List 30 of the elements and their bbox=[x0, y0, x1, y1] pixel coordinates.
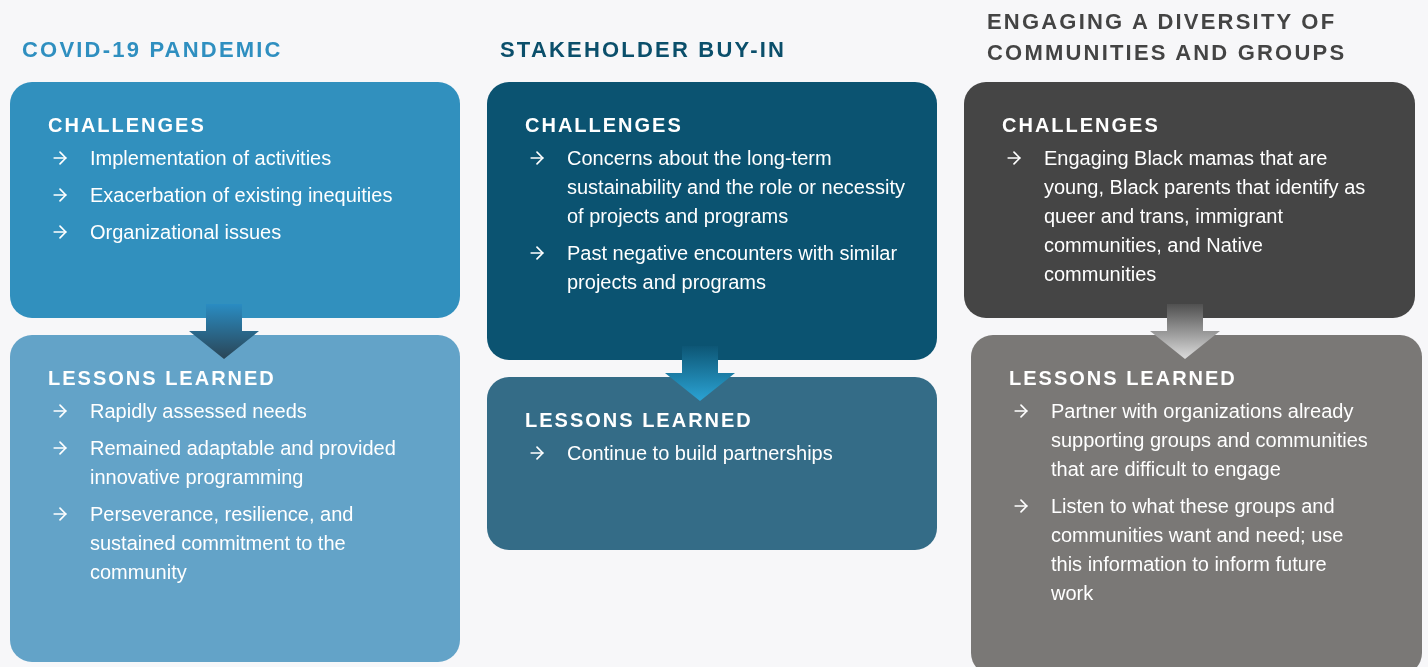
box-heading: LESSONS LEARNED bbox=[525, 408, 753, 433]
box-heading: CHALLENGES bbox=[525, 113, 683, 138]
challenges-box bbox=[10, 82, 460, 318]
column-heading: COVID-19 PANDEMIC bbox=[22, 36, 284, 64]
lessons-box bbox=[487, 377, 937, 550]
box-heading: CHALLENGES bbox=[48, 113, 206, 138]
bullet-text: Rapidly assessed needs bbox=[90, 399, 308, 424]
bullet-text: Partner with organizations already supporting groups and communities that are difficult to engage bbox=[1051, 399, 1369, 482]
bullet-text: Remained adaptable and provided innovative programming bbox=[90, 436, 397, 490]
block-arrow bbox=[1150, 304, 1220, 359]
block-arrow bbox=[189, 304, 259, 359]
bullet-text: Organizational issues bbox=[90, 220, 283, 245]
column-heading: STAKEHOLDER BUY-IN bbox=[500, 36, 788, 64]
bullet-text: Continue to build partnerships bbox=[567, 441, 834, 466]
box-heading: LESSONS LEARNED bbox=[1009, 366, 1237, 391]
block-arrow bbox=[665, 346, 735, 401]
bullet-text: Exacerbation of existing inequities bbox=[90, 183, 394, 208]
bullet-text: Implementation of activities bbox=[90, 146, 333, 171]
box-heading: CHALLENGES bbox=[1002, 113, 1160, 138]
bullet-text: Concerns about the long-term sustainability and the role or necessity of projects and programs bbox=[567, 146, 906, 229]
bullet-text: Past negative encounters with similar projects and programs bbox=[567, 241, 899, 295]
bullet-text: Listen to what these groups and communities want and need; use this information to inform future work bbox=[1051, 494, 1345, 606]
bullet-text: Engaging Black mamas that are young, Black parents that identify as queer and trans, immigrant communities, and Native communities bbox=[1044, 146, 1367, 287]
column-heading: ENGAGING A DIVERSITY OF COMMUNITIES AND GROUPS bbox=[987, 8, 1348, 67]
lessons-box bbox=[10, 335, 460, 662]
challenges-box bbox=[487, 82, 937, 360]
box-heading: LESSONS LEARNED bbox=[48, 366, 276, 391]
bullet-text: Perseverance, resilience, and sustained commitment to the community bbox=[90, 502, 355, 585]
lessons-box bbox=[971, 335, 1422, 667]
challenges-box bbox=[964, 82, 1415, 318]
